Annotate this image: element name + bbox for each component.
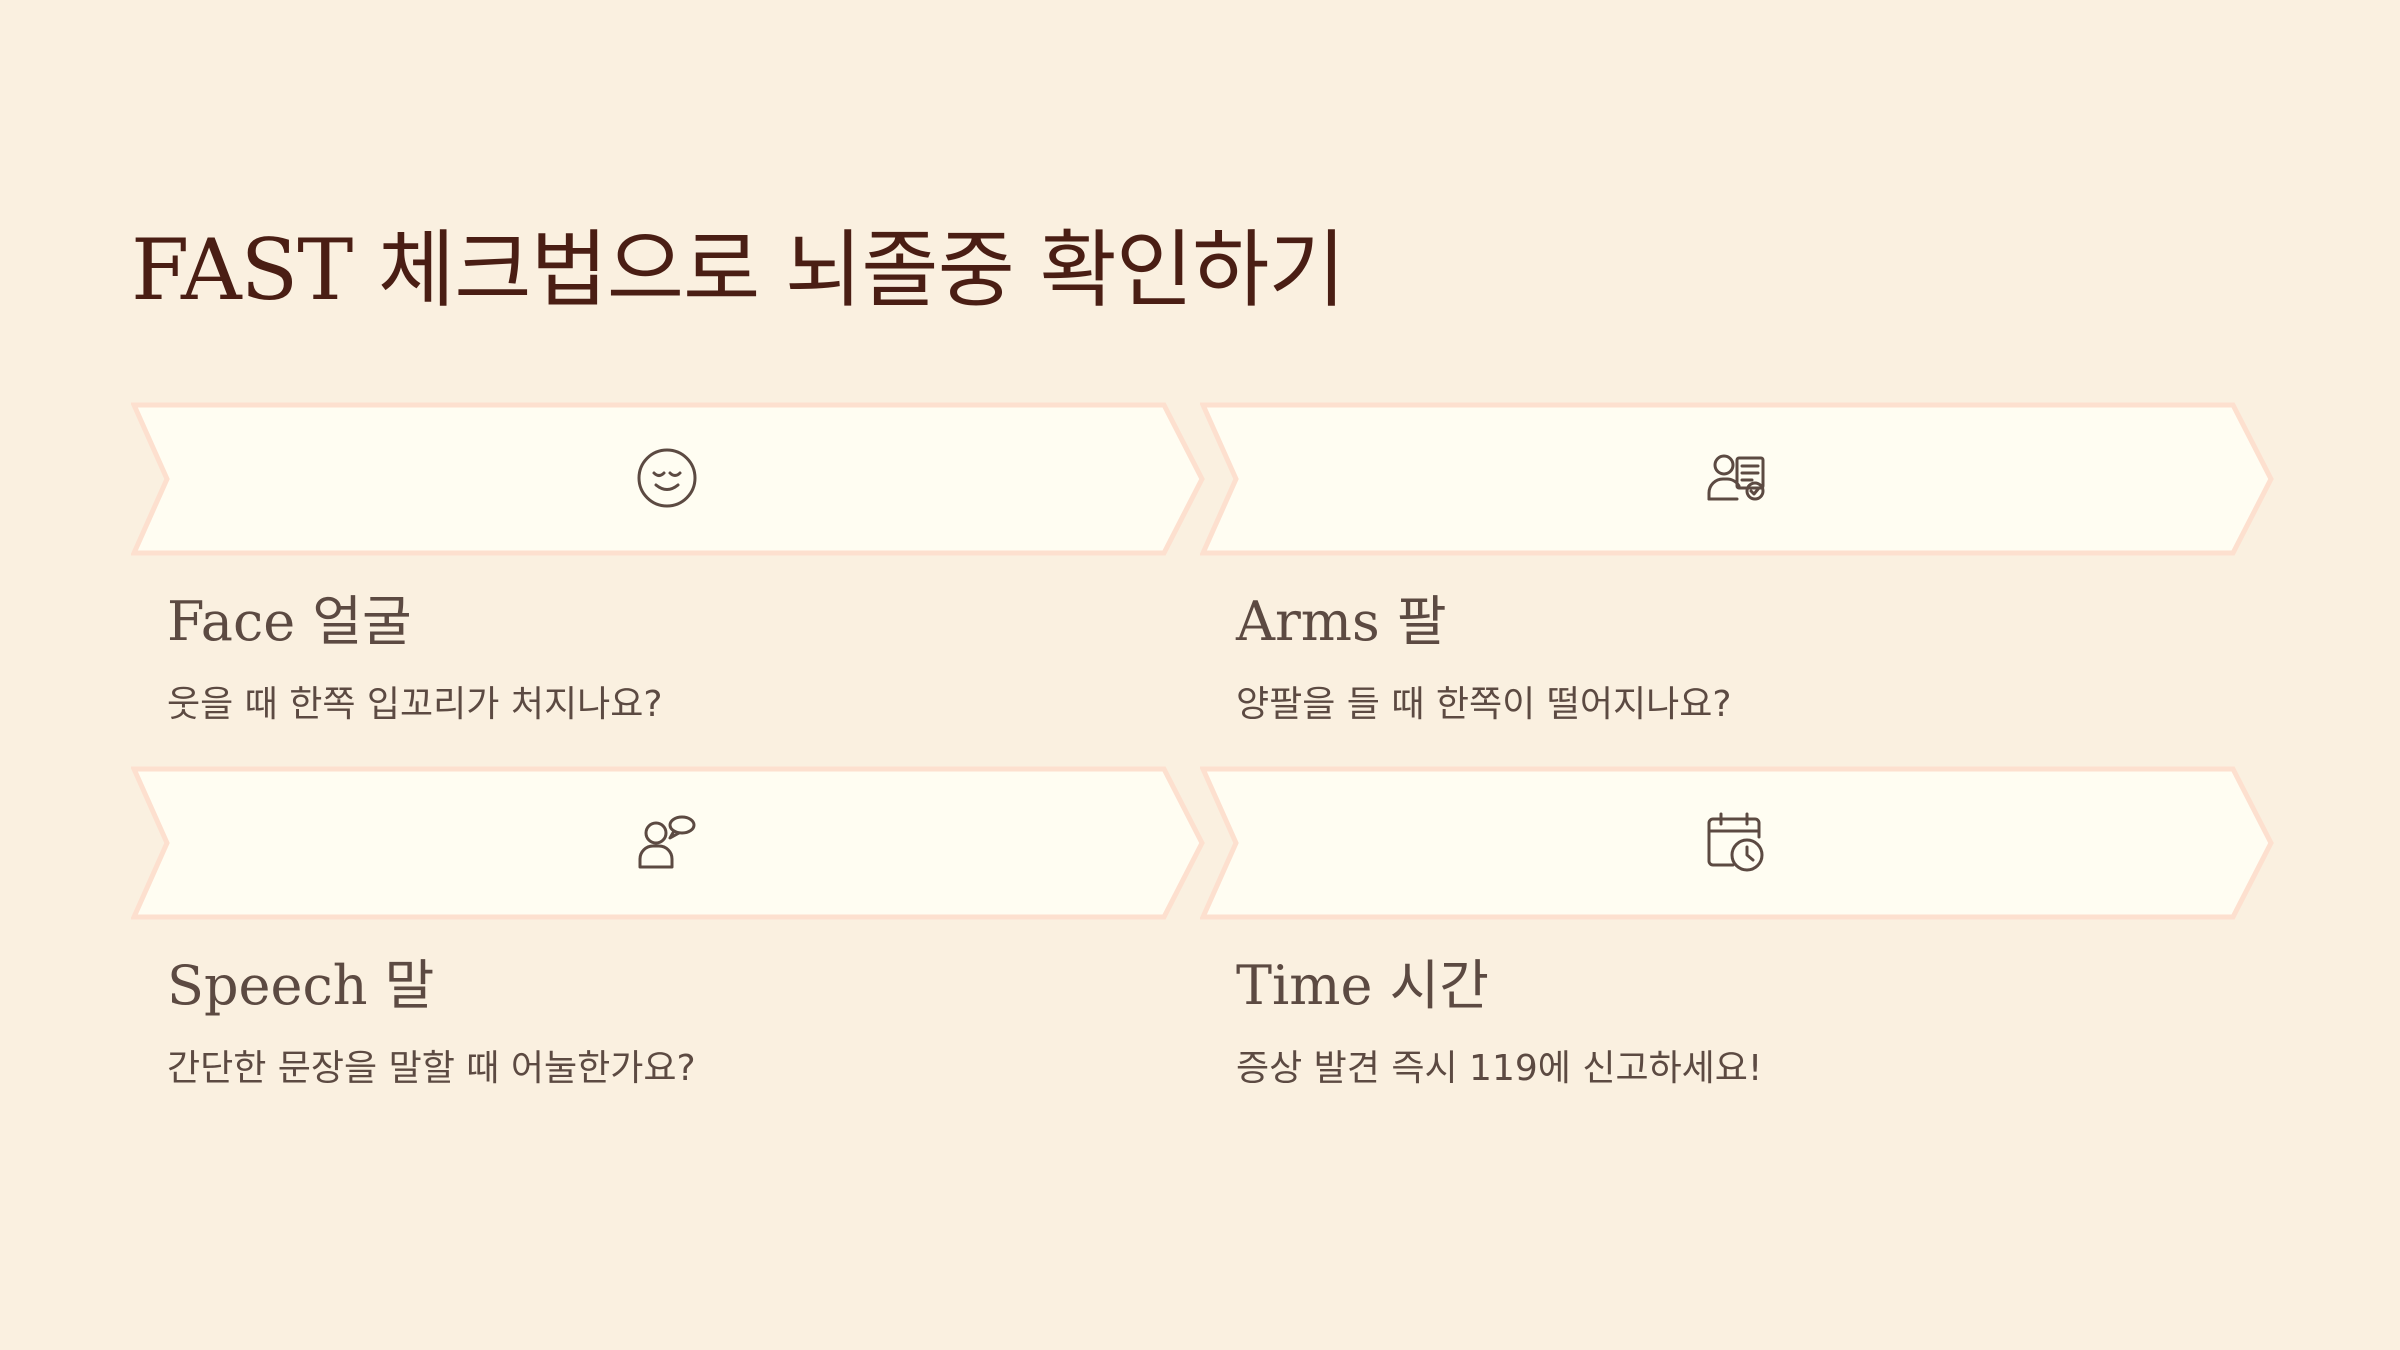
chevron-banner xyxy=(131,766,1205,920)
calendar-clock-icon xyxy=(1703,809,1769,875)
card-description: 증상 발견 즉시 119에 신고하세요! xyxy=(1236,1048,1763,1089)
slide-title: FAST 체크법으로 뇌졸중 확인하기 xyxy=(131,221,1346,319)
card-heading: Speech 말 xyxy=(167,954,435,1017)
card-description: 간단한 문장을 말할 때 어눌한가요? xyxy=(167,1048,696,1089)
card-description: 양팔을 들 때 한쪽이 떨어지나요? xyxy=(1236,684,1732,725)
chevron-banner xyxy=(131,402,1205,556)
card-description: 웃을 때 한쪽 입꼬리가 처지나요? xyxy=(167,684,663,725)
card-heading: Time 시간 xyxy=(1236,954,1489,1017)
card-heading: Face 얼굴 xyxy=(167,590,412,653)
person-speech-icon xyxy=(634,809,700,875)
person-checklist-icon xyxy=(1703,445,1769,511)
card-heading: Arms 팔 xyxy=(1236,590,1447,653)
face-icon xyxy=(634,445,700,511)
